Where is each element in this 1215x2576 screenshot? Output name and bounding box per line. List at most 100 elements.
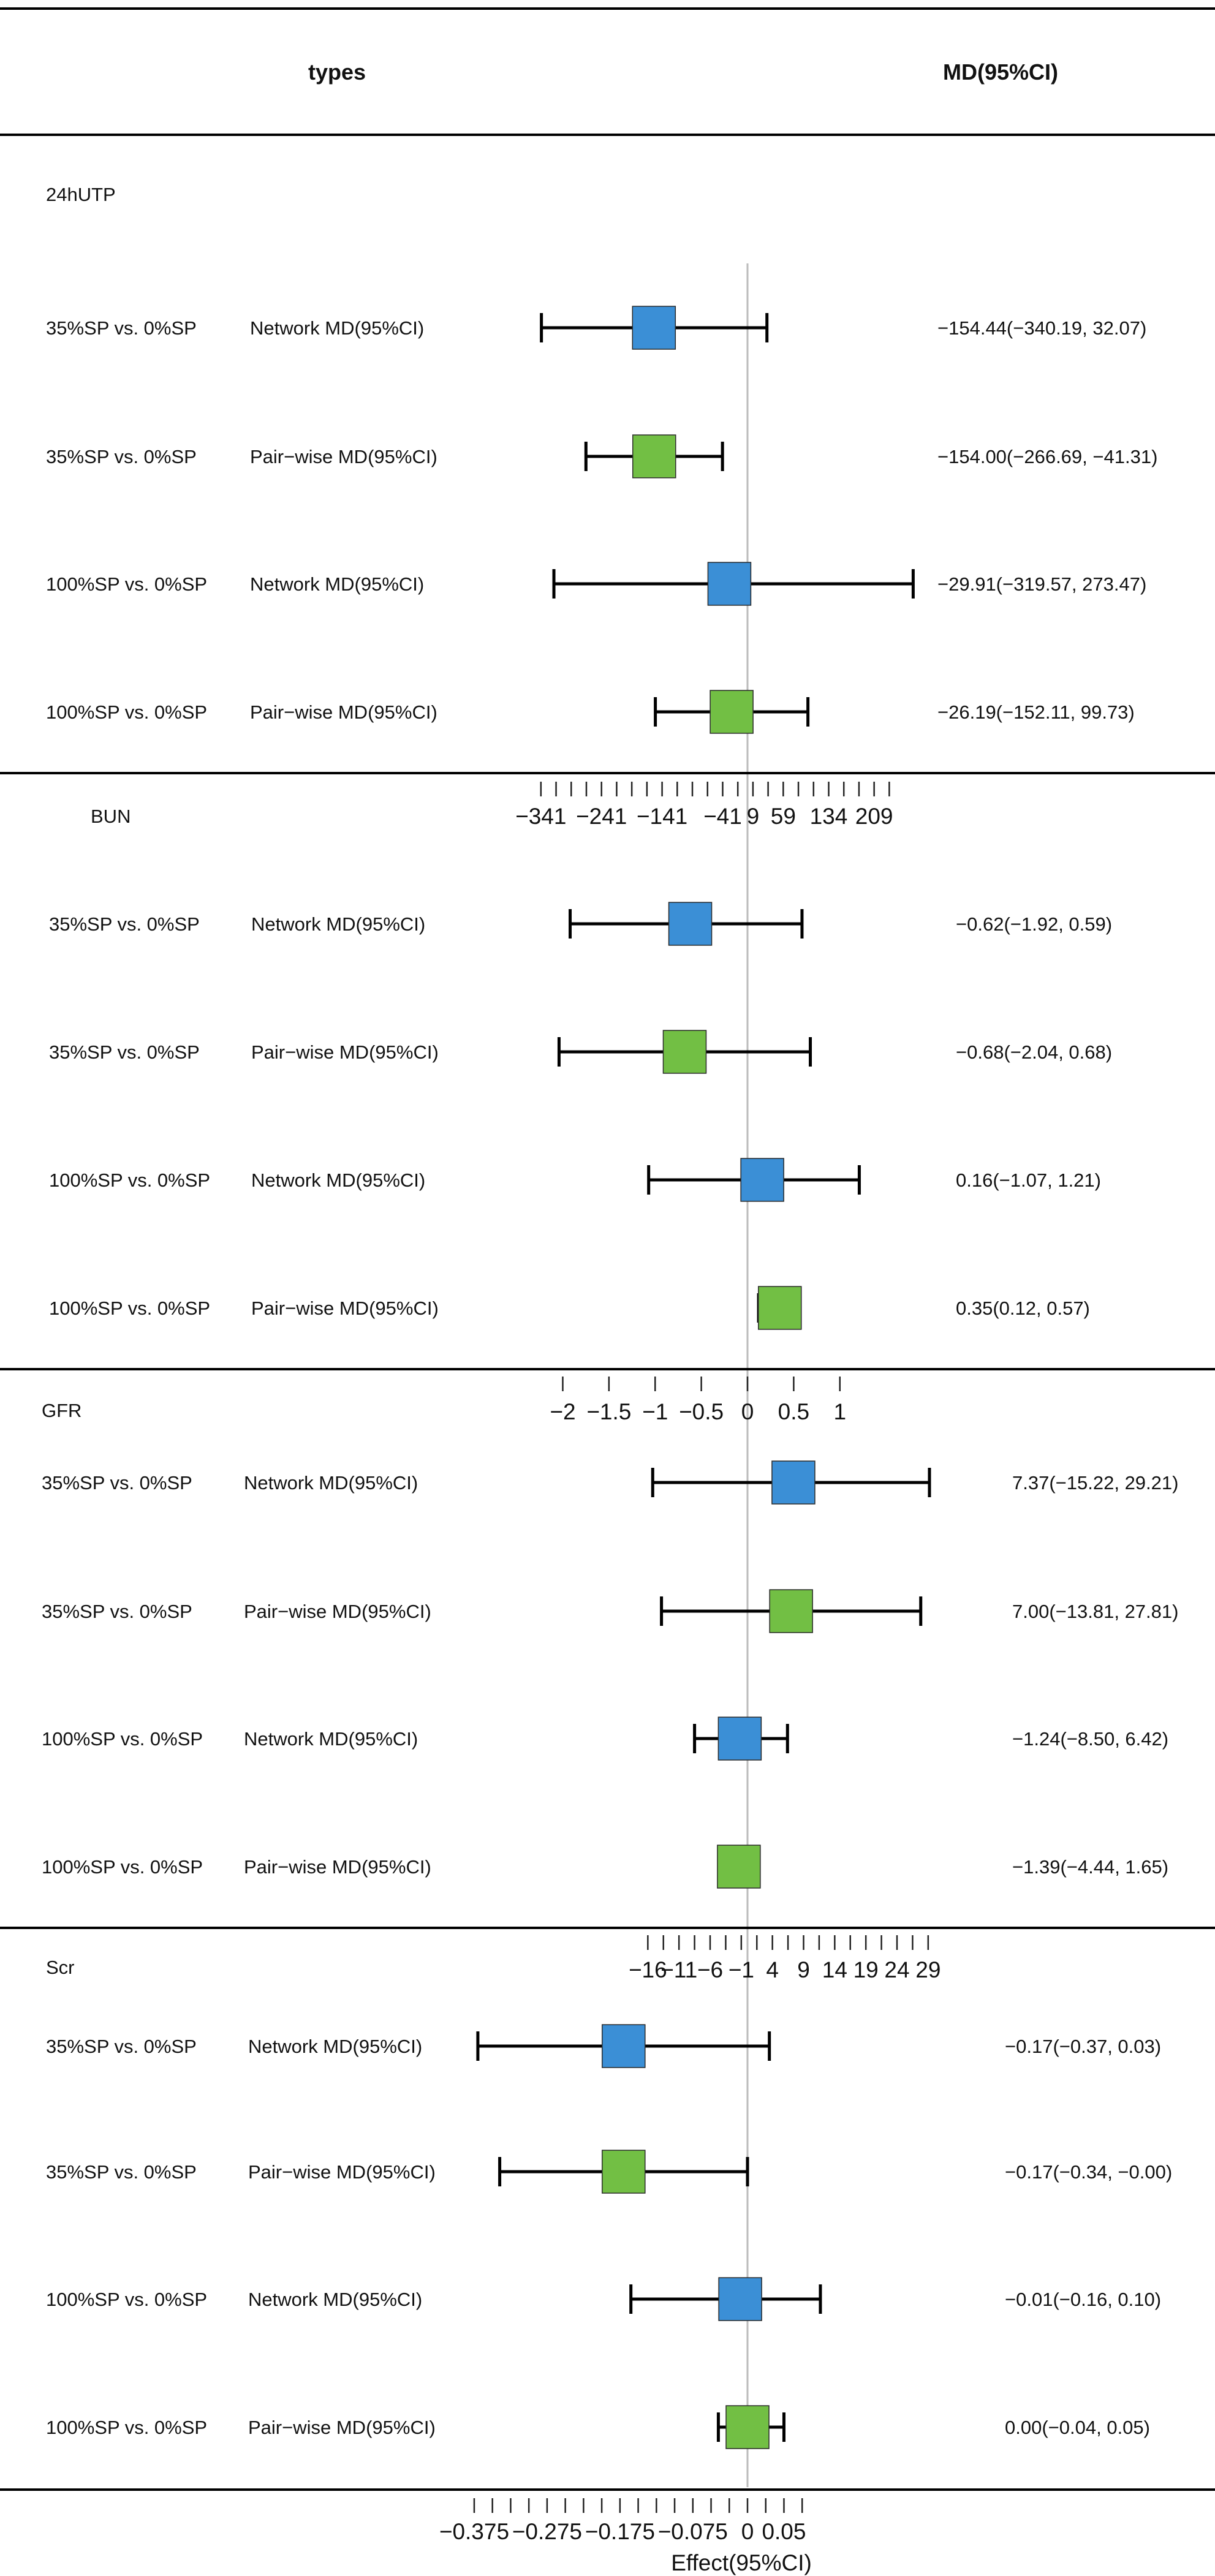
row-method: Pair−wise MD(95%CI) <box>251 1041 439 1063</box>
axis-tick-label: −141 <box>637 804 687 829</box>
panel-24hutp: 24hUTP 35%SP vs. 0%SP Network MD(95%CI) −15… <box>0 184 1215 829</box>
row-estimate-text: −154.44(−340.19, 32.07) <box>937 317 1146 339</box>
row-estimate-text: −0.01(−0.16, 0.10) <box>1005 2289 1161 2310</box>
axis-tick-label: −0.375 <box>439 2519 509 2544</box>
point-estimate-pairwise <box>769 1589 813 1633</box>
point-estimate-pairwise <box>632 434 676 478</box>
point-estimate-network <box>668 902 713 946</box>
axis-tick-label: −0.175 <box>585 2519 655 2544</box>
panel-title: BUN <box>91 806 131 827</box>
row-estimate-text: 0.35(0.12, 0.57) <box>956 1297 1090 1319</box>
row-method: Pair−wise MD(95%CI) <box>250 446 437 467</box>
row-comparison: 100%SP vs. 0%SP <box>46 701 207 723</box>
point-estimate-network <box>718 2277 762 2321</box>
row-method: Network MD(95%CI) <box>244 1728 418 1750</box>
axis-tick-label: 1 <box>833 1399 846 1424</box>
axis-tick-label: 14 <box>822 1957 847 1982</box>
row-estimate-text: −0.68(−2.04, 0.68) <box>956 1041 1112 1063</box>
point-estimate-network <box>740 1158 784 1202</box>
row-method: Network MD(95%CI) <box>250 573 424 595</box>
axis-tick-label: −16 <box>629 1957 667 1982</box>
row-estimate-text: −0.17(−0.34, −0.00) <box>1005 2161 1172 2183</box>
row-comparison: 100%SP vs. 0%SP <box>46 2289 207 2310</box>
axis-tick-label: 0 <box>741 2519 754 2544</box>
axis-tick-label: 4 <box>766 1957 779 1982</box>
row-method: Network MD(95%CI) <box>251 913 425 935</box>
axis-tick-label: 9 <box>747 804 760 829</box>
axis-tick-label: 0 <box>741 1399 754 1424</box>
axis-tick-label: −6 <box>697 1957 723 1982</box>
axis-tick-label: −41 <box>703 804 742 829</box>
axis-tick-label: −241 <box>576 804 627 829</box>
axis-tick-label: −1 <box>729 1957 754 1982</box>
row-comparison: 35%SP vs. 0%SP <box>42 1472 192 1494</box>
row-method: Network MD(95%CI) <box>244 1472 418 1494</box>
point-estimate-network <box>771 1460 816 1505</box>
row-method: Network MD(95%CI) <box>248 2289 422 2310</box>
row-comparison: 35%SP vs. 0%SP <box>42 1601 192 1622</box>
header-md-ci: MD(95%CI) <box>943 59 1058 85</box>
axis-tick-label: 0.05 <box>762 2519 806 2544</box>
row-estimate-text: 0.16(−1.07, 1.21) <box>956 1169 1101 1191</box>
row-comparison: 35%SP vs. 0%SP <box>49 1041 200 1063</box>
axis-tick-label: 29 <box>915 1957 941 1982</box>
row-method: Pair−wise MD(95%CI) <box>244 1856 431 1878</box>
row-method: Network MD(95%CI) <box>250 317 424 339</box>
point-estimate-pairwise <box>717 1845 761 1889</box>
row-method: Pair−wise MD(95%CI) <box>248 2417 436 2438</box>
header-types: types <box>308 59 366 85</box>
point-estimate-network <box>632 306 676 350</box>
row-comparison: 35%SP vs. 0%SP <box>46 317 197 339</box>
panels-group: 24hUTP 35%SP vs. 0%SP Network MD(95%CI) −15… <box>0 184 1215 2575</box>
row-method: Pair−wise MD(95%CI) <box>250 701 437 723</box>
x-axis-label: Effect(95%CI) <box>671 2550 812 2575</box>
axis-tick-label: −1.5 <box>586 1399 631 1424</box>
axis-tick-label: −1 <box>642 1399 668 1424</box>
point-estimate-pairwise <box>710 690 754 734</box>
row-comparison: 35%SP vs. 0%SP <box>46 2036 197 2057</box>
row-comparison: 100%SP vs. 0%SP <box>49 1169 210 1191</box>
axis-tick-label: −0.5 <box>679 1399 724 1424</box>
axis-tick-label: 209 <box>855 804 893 829</box>
panel-scr: Scr 35%SP vs. 0%SP Network MD(95%CI) −0.17(… <box>46 1957 1172 2544</box>
axis-tick-label: −2 <box>550 1399 575 1424</box>
row-method: Network MD(95%CI) <box>251 1169 425 1191</box>
row-method: Network MD(95%CI) <box>248 2036 422 2057</box>
point-estimate-network <box>602 2024 646 2068</box>
row-estimate-text: −0.62(−1.92, 0.59) <box>956 913 1112 935</box>
row-method: Pair−wise MD(95%CI) <box>248 2161 436 2183</box>
axis-tick-label: 134 <box>810 804 848 829</box>
panel-title: GFR <box>42 1400 81 1421</box>
row-comparison: 100%SP vs. 0%SP <box>42 1856 203 1878</box>
panel-bun: BUN 35%SP vs. 0%SP Network MD(95%CI) −0.62(… <box>0 806 1215 1424</box>
point-estimate-pairwise <box>725 2405 770 2449</box>
row-comparison: 100%SP vs. 0%SP <box>46 2417 207 2438</box>
point-estimate-pairwise <box>602 2150 646 2194</box>
axis-tick-label: −11 <box>660 1957 697 1982</box>
axis-tick-label: 24 <box>884 1957 909 1982</box>
axis-tick-label: 9 <box>797 1957 810 1982</box>
axis-tick-label: −341 <box>515 804 566 829</box>
row-estimate-text: −1.39(−4.44, 1.65) <box>1012 1856 1168 1878</box>
row-comparison: 100%SP vs. 0%SP <box>46 573 207 595</box>
row-method: Pair−wise MD(95%CI) <box>244 1601 431 1622</box>
axis-tick-label: 0.5 <box>778 1399 809 1424</box>
axis-tick-label: −0.275 <box>512 2519 582 2544</box>
row-comparison: 100%SP vs. 0%SP <box>42 1728 203 1750</box>
point-estimate-pairwise <box>758 1286 802 1330</box>
row-comparison: 35%SP vs. 0%SP <box>46 2161 197 2183</box>
axis-tick-label: 19 <box>854 1957 879 1982</box>
row-estimate-text: −0.17(−0.37, 0.03) <box>1005 2036 1161 2057</box>
row-comparison: 35%SP vs. 0%SP <box>46 446 197 467</box>
point-estimate-network <box>707 562 752 606</box>
panel-title: 24hUTP <box>46 184 116 205</box>
row-comparison: 35%SP vs. 0%SP <box>49 913 200 935</box>
row-estimate-text: −26.19(−152.11, 99.73) <box>937 701 1135 723</box>
panel-title: Scr <box>46 1957 75 1978</box>
row-estimate-text: −29.91(−319.57, 273.47) <box>937 573 1146 595</box>
point-estimate-pairwise <box>662 1030 707 1074</box>
point-estimate-network <box>717 1717 762 1761</box>
row-estimate-text: 7.00(−13.81, 27.81) <box>1012 1601 1178 1622</box>
